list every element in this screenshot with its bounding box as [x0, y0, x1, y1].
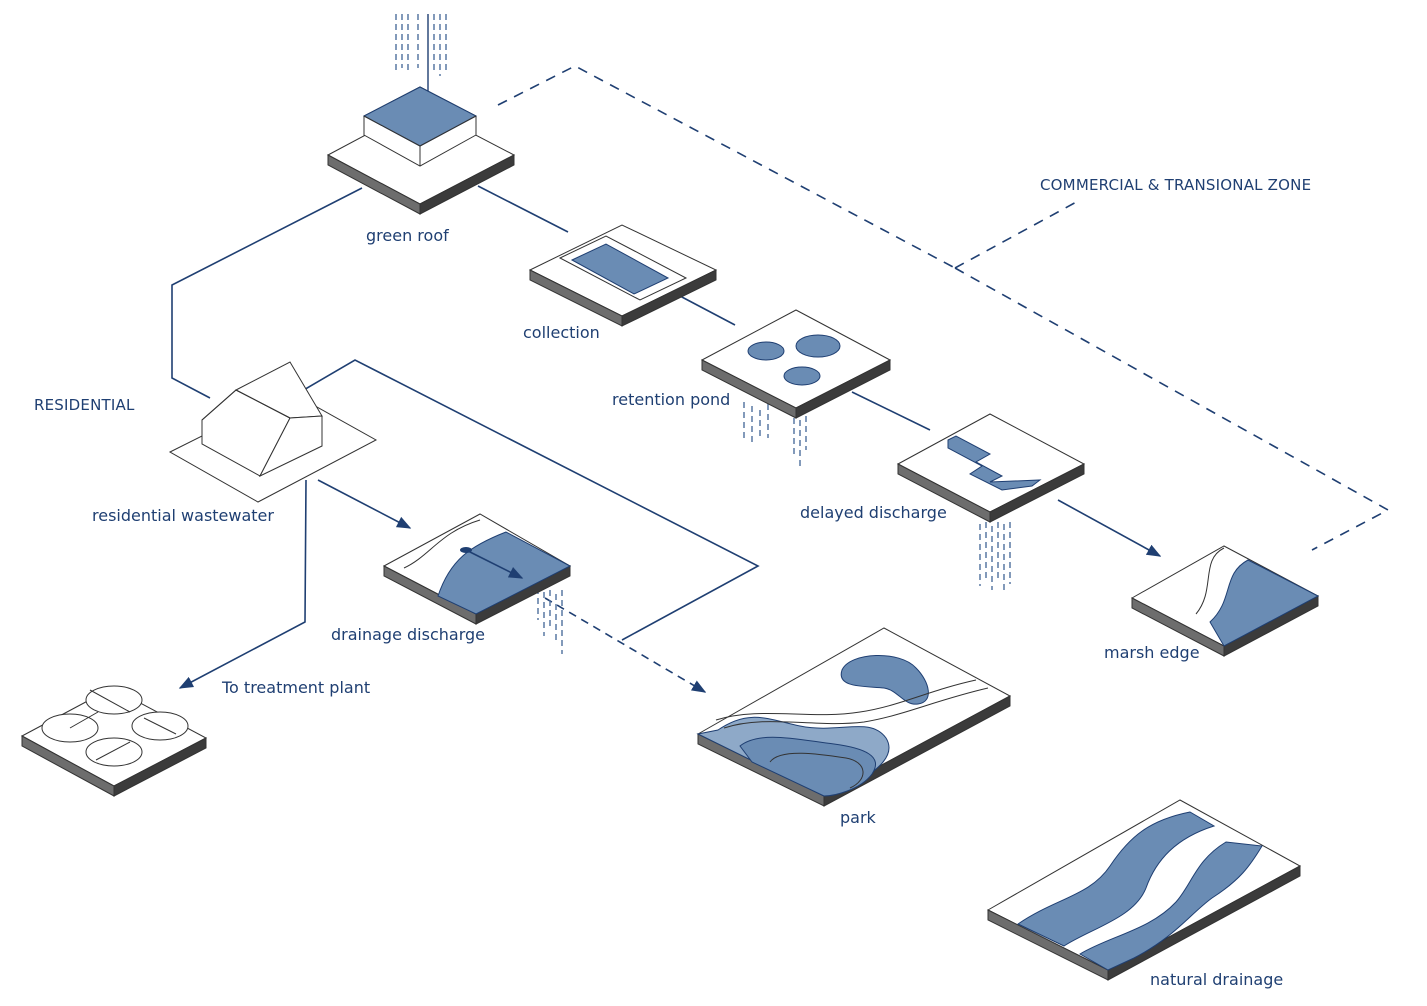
commercial-zone-boundary — [497, 65, 1390, 551]
marsh-edge-block — [1130, 545, 1320, 657]
labels: COMMERCIAL & TRANSIONAL ZONE RESIDENTIAL… — [34, 176, 1311, 989]
label-treatment-plant: To treatment plant — [221, 678, 370, 697]
label-residential-wastewater: residential wastewater — [92, 506, 274, 525]
rain-streaks — [395, 14, 1011, 654]
label-green-roof: green roof — [366, 226, 449, 245]
zone-label-commercial: COMMERCIAL & TRANSIONAL ZONE — [1040, 176, 1311, 194]
label-delayed-discharge: delayed discharge — [800, 503, 947, 522]
park-block — [696, 627, 1012, 807]
label-retention-pond: retention pond — [612, 390, 730, 409]
label-marsh-edge: marsh edge — [1104, 643, 1200, 662]
retention-pond-block — [700, 309, 892, 419]
label-park: park — [840, 808, 877, 827]
label-drainage-discharge: drainage discharge — [331, 625, 485, 644]
label-collection: collection — [523, 323, 600, 342]
delayed-discharge-block — [896, 413, 1086, 523]
treatment-plant-block — [20, 685, 208, 797]
drainage-discharge-block — [382, 513, 572, 625]
label-natural-drainage: natural drainage — [1150, 970, 1283, 989]
flow-lines — [171, 185, 1162, 693]
natural-drainage-block — [986, 799, 1302, 981]
green-roof-block — [326, 86, 516, 215]
residential-house — [168, 361, 378, 503]
collection-block — [528, 224, 718, 327]
zone-label-residential: RESIDENTIAL — [34, 396, 135, 414]
